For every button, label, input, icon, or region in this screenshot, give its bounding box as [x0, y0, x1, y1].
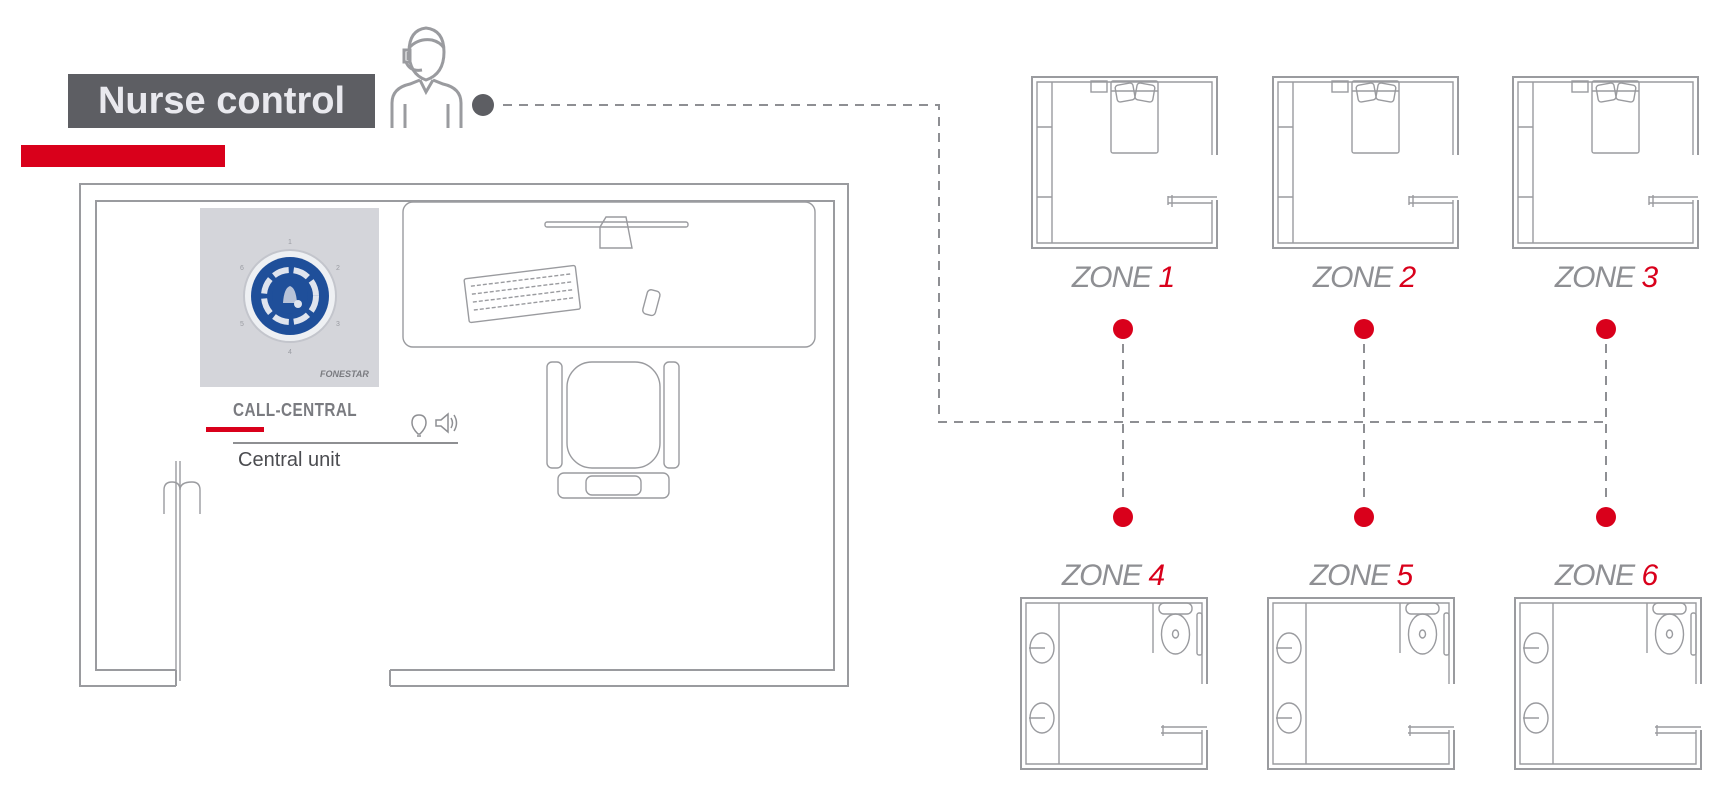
zone-5-label: ZONE 5	[1309, 559, 1414, 592]
zone-6-room	[1514, 597, 1702, 770]
device-name: CALL-CENTRAL	[233, 400, 358, 420]
zone-3-label: ZONE 3	[1554, 261, 1659, 294]
zone-3-call-point	[1596, 319, 1616, 339]
accent-bar	[21, 145, 225, 167]
zone-2-label: ZONE 2	[1312, 261, 1417, 294]
bell-icon	[283, 286, 297, 303]
door-handle	[163, 481, 201, 514]
device-red-underline	[206, 427, 264, 432]
dial-number-5: 5	[240, 321, 244, 328]
desk	[402, 201, 816, 348]
zone-6-call-point	[1596, 507, 1616, 527]
nurse-connection-dot	[472, 94, 494, 116]
dial-number-1: 1	[288, 239, 292, 246]
speaker-icon	[435, 412, 458, 434]
call-central-device: 1 2 3 4 5 6	[200, 208, 379, 387]
dial-number-6: 6	[240, 265, 244, 272]
lightbulb-icon	[411, 414, 427, 437]
dial-number-3: 3	[336, 321, 340, 328]
dial-number-2: 2	[336, 265, 340, 272]
device-description: Central unit	[238, 449, 341, 471]
title-banner	[68, 74, 375, 128]
connection-line-nurse	[503, 104, 1606, 423]
chair	[546, 361, 680, 499]
zone-5-call-point	[1354, 507, 1374, 527]
zone-1-room	[1031, 76, 1218, 249]
zone-2-call-point	[1354, 319, 1374, 339]
headset-operator-icon	[390, 26, 463, 128]
zone-2-room	[1272, 76, 1459, 249]
zone-1-label: ZONE 1	[1071, 261, 1174, 294]
mouse	[642, 289, 661, 317]
dial-number-4: 4	[288, 349, 292, 356]
monitor	[544, 221, 689, 228]
zone-1-call-point	[1113, 319, 1133, 339]
device-brand-logo: FONESTAR	[320, 369, 369, 379]
keyboard	[463, 264, 581, 324]
zone-4-label: ZONE 4	[1061, 559, 1165, 592]
zone-4-call-point	[1113, 507, 1133, 527]
zone-3-room	[1512, 76, 1699, 249]
zone-5-room	[1267, 597, 1455, 770]
nurse-room-floorplan: 1 2 3 4 5 6	[79, 183, 849, 687]
page-title: Nurse control	[97, 80, 346, 122]
zone-4-room	[1020, 597, 1208, 770]
zone-6-label: ZONE 6	[1554, 559, 1659, 592]
